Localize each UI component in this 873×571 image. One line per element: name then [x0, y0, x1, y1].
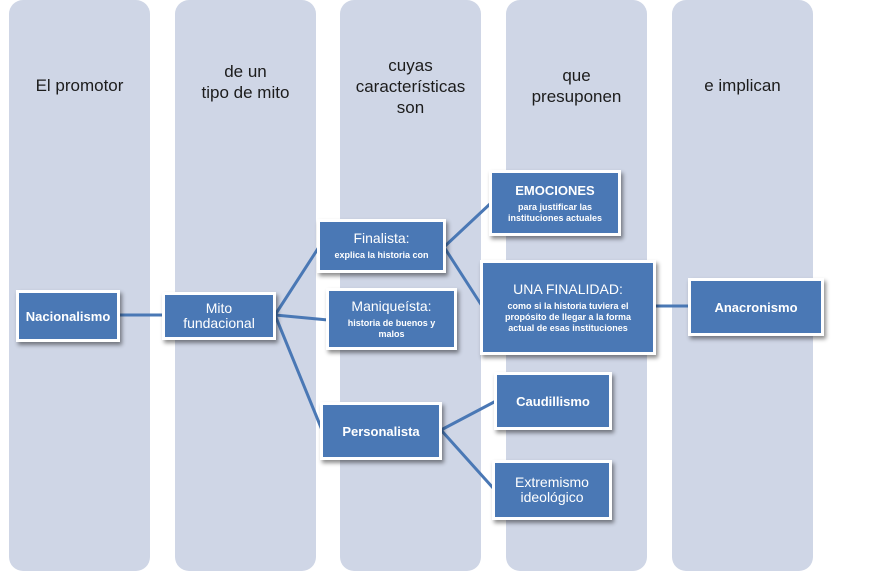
node-personalista: Personalista — [320, 402, 442, 460]
link-mito-maniqueista — [273, 313, 330, 322]
link-finalista-emociones — [442, 201, 493, 249]
node-mito-fundacional: Mito fundacional — [162, 292, 276, 340]
link-personalista-extremismo — [439, 428, 496, 491]
node-emociones: EMOCIONES para justificar las institucio… — [489, 170, 621, 236]
node-subtitle: para justificar las instituciones actual… — [507, 201, 603, 223]
node-title: Caudillismo — [516, 393, 590, 409]
column-header: e implican — [704, 76, 781, 95]
link-mito-personalista — [273, 313, 324, 432]
node-title: Anacronismo — [714, 299, 798, 315]
node-una-finalidad: UNA FINALIDAD: como si la historia tuvie… — [480, 260, 656, 355]
column-promotor: El promotor — [9, 0, 150, 571]
node-nacionalismo: Nacionalismo — [16, 290, 120, 342]
node-extremismo: Extremismo ideológico — [492, 460, 612, 520]
column-header: cuyas características son — [355, 56, 466, 117]
link-personalista-caudillismo — [439, 399, 498, 432]
node-anacronismo: Anacronismo — [688, 278, 824, 336]
column-header: El promotor — [35, 76, 124, 95]
node-title: EMOCIONES — [515, 182, 595, 198]
link-mito-finalista — [273, 245, 321, 317]
column-header: de un tipo de mito — [201, 62, 290, 102]
node-title: Extremismo ideológico — [515, 474, 589, 505]
node-title: Nacionalismo — [25, 308, 111, 324]
column-caracteristicas: cuyas características son — [340, 0, 481, 571]
node-title: UNA FINALIDAD: — [513, 280, 623, 297]
node-title: Personalista — [342, 423, 420, 439]
node-subtitle: historia de buenos y malos — [347, 317, 436, 339]
node-maniqueista: Maniqueísta: historia de buenos y malos — [326, 288, 457, 350]
node-title: Maniqueísta: — [351, 297, 432, 314]
node-subtitle: explica la historia con — [334, 250, 429, 260]
node-caudillismo: Caudillismo — [494, 372, 612, 430]
column-header: que presuponen — [531, 66, 622, 106]
node-title: Finalista: — [353, 230, 410, 246]
link-finalista-finalidad — [442, 245, 484, 308]
node-subtitle: como si la historia tuviera el propósito… — [504, 300, 632, 333]
node-finalista: Finalista: explica la historia con — [317, 219, 446, 273]
node-title: Mito fundacional — [183, 300, 255, 331]
